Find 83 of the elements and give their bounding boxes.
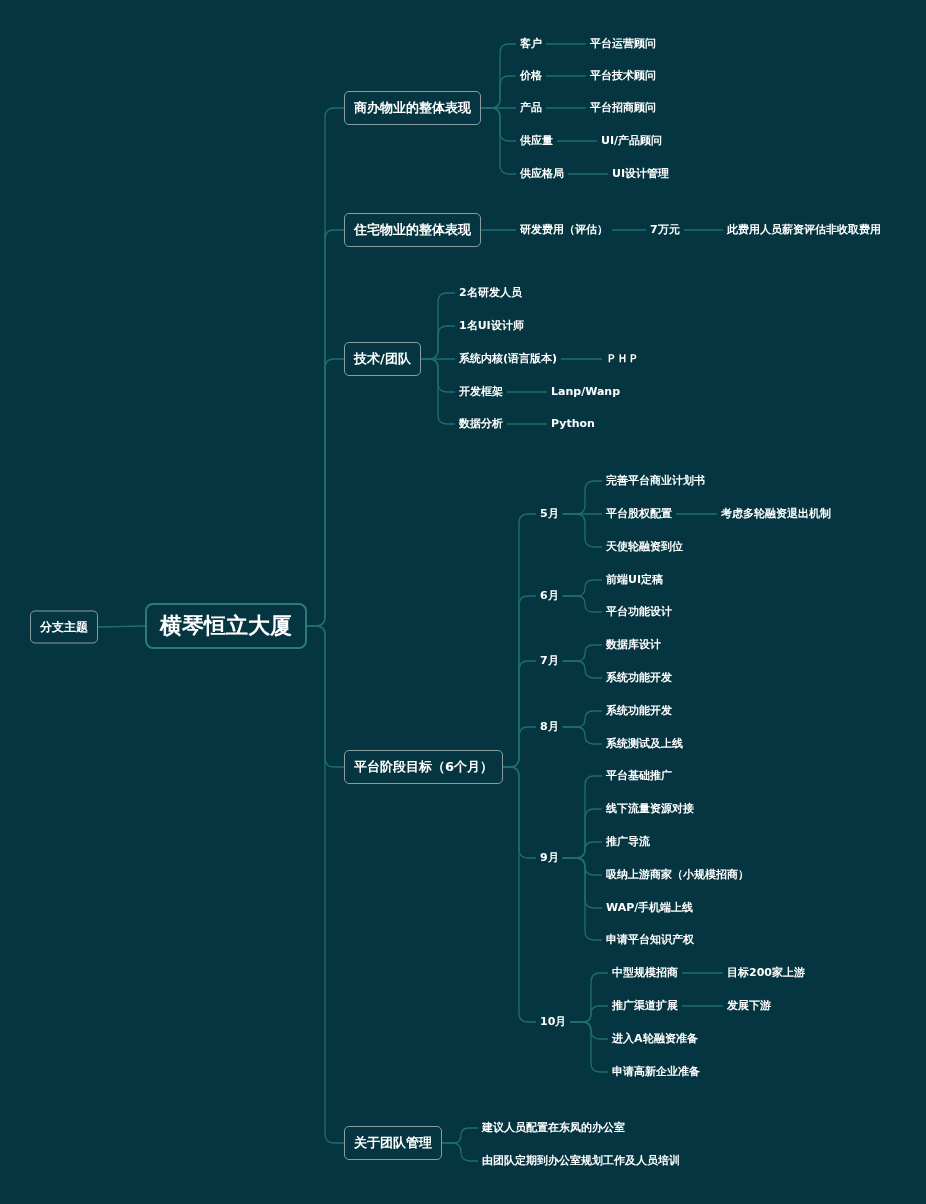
- topic-text: 1名UI设计师: [455, 318, 528, 334]
- topic-text: Lanp/Wanp: [547, 384, 625, 400]
- connector-line: [569, 1021, 609, 1073]
- topic-box: 住宅物业的整体表现: [344, 213, 481, 247]
- connector-line: [683, 229, 724, 231]
- connector-line: [611, 229, 647, 231]
- connector-line: [562, 857, 603, 941]
- topic-text: 中型规模招商: [608, 965, 682, 981]
- topic-text: 系统功能开发: [602, 670, 676, 686]
- topic-text: 目标200家上游: [723, 965, 809, 981]
- topic-text: 发展下游: [723, 998, 775, 1014]
- topic-text: 系统功能开发: [602, 703, 676, 719]
- topic-box: 技术/团队: [344, 342, 421, 376]
- topic-text: 平台运营顾问: [586, 36, 660, 52]
- topic-text: 此费用人员薪资评估非收取费用: [723, 222, 885, 238]
- topic-text: 线下流量资源对接: [602, 801, 698, 817]
- connector-line: [441, 1142, 479, 1162]
- topic-text: 7万元: [646, 222, 684, 238]
- topic-text: 平台招商顾问: [586, 100, 660, 116]
- topic-text: 考虑多轮融资退出机制: [717, 506, 835, 522]
- topic-text: 5月: [536, 506, 563, 522]
- topic-text: 平台股权配置: [602, 506, 676, 522]
- connector-line: [562, 726, 603, 745]
- topic-text: 系统测试及上线: [602, 736, 687, 752]
- topic-text: WAP/手机端上线: [602, 900, 698, 916]
- connector-line: [506, 423, 548, 425]
- topic-text: 平台基础推广: [602, 768, 676, 784]
- topic-text: 2名研发人员: [455, 285, 526, 301]
- topic-text: Python: [547, 416, 599, 432]
- connector-line: [506, 391, 548, 393]
- topic-text: 数据分析: [455, 416, 507, 432]
- connector-line: [681, 972, 724, 974]
- floating-topic-box: 分支主题: [30, 610, 98, 644]
- topic-text: 推广渠道扩展: [608, 998, 682, 1014]
- connector-line: [502, 766, 537, 1023]
- topic-text: 价格: [516, 68, 546, 84]
- topic-box: 关于团队管理: [344, 1126, 442, 1160]
- connector-line: [560, 358, 603, 360]
- connector-line: [562, 660, 603, 679]
- topic-text: 天使轮融资到位: [602, 539, 687, 555]
- connector-line: [97, 625, 146, 628]
- connector-line: [556, 140, 598, 142]
- topic-text: 客户: [516, 36, 546, 52]
- connector-line: [480, 107, 517, 175]
- topic-text: 产品: [516, 100, 546, 116]
- topic-text: 吸纳上游商家（小规模招商）: [602, 867, 753, 883]
- connector-line: [545, 107, 587, 109]
- connector-line: [545, 75, 587, 77]
- topic-text: 完善平台商业计划书: [602, 473, 709, 489]
- topic-text: 10月: [536, 1014, 571, 1030]
- topic-text: 申请高新企业准备: [608, 1064, 704, 1080]
- topic-text: 6月: [536, 588, 563, 604]
- topic-text: 平台功能设计: [602, 604, 676, 620]
- topic-text: 开发框架: [455, 384, 507, 400]
- topic-text: ＰＨＰ: [602, 351, 643, 367]
- topic-text: 建议人员配置在东凤的办公室: [478, 1120, 629, 1136]
- connector-line: [567, 173, 609, 175]
- topic-text: 进入A轮融资准备: [608, 1031, 702, 1047]
- topic-text: 平台技术顾问: [586, 68, 660, 84]
- connector-line: [420, 358, 456, 425]
- topic-box: 商办物业的整体表现: [344, 91, 481, 125]
- topic-text: 系统内核(语言版本): [455, 351, 562, 367]
- topic-box: 平台阶段目标（6个月）: [344, 750, 504, 784]
- topic-text: 由团队定期到办公室规划工作及人员培训: [478, 1153, 684, 1169]
- topic-text: 7月: [536, 653, 563, 669]
- topic-text: 数据库设计: [602, 637, 665, 653]
- topic-text: 推广导流: [602, 834, 654, 850]
- topic-text: 9月: [536, 850, 563, 866]
- connector-line: [675, 513, 718, 515]
- connector-line: [545, 43, 587, 45]
- topic-text: UI设计管理: [608, 166, 674, 182]
- connector-line: [480, 229, 517, 231]
- central-topic-box: 横琴恒立大厦: [145, 603, 307, 649]
- topic-text: 供应格局: [516, 166, 568, 182]
- topic-text: 8月: [536, 719, 563, 735]
- connector-line: [681, 1005, 724, 1007]
- topic-text: UI/产品顾问: [597, 133, 667, 149]
- topic-text: 供应量: [516, 133, 557, 149]
- connector-line: [562, 513, 603, 548]
- topic-text: 前端UI定稿: [602, 572, 668, 588]
- connector-line: [562, 595, 603, 613]
- topic-text: 研发费用（评估）: [516, 222, 612, 238]
- topic-text: 申请平台知识产权: [602, 932, 698, 948]
